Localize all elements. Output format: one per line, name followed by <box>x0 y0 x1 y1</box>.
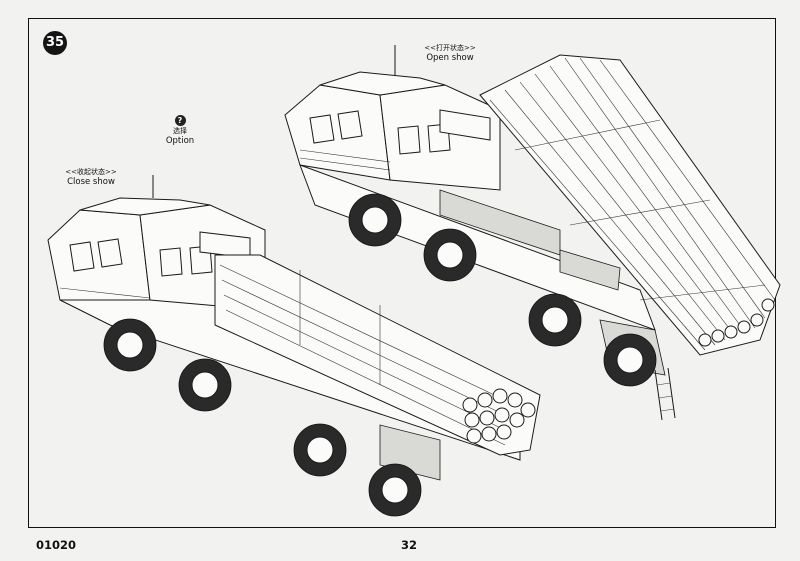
page-frame <box>28 18 776 528</box>
step-number-badge: 35 <box>43 31 67 55</box>
open-launcher-truck-drawing <box>284 45 781 421</box>
product-code: 01020 <box>36 538 77 552</box>
close-show-label-cn: <<收起状态>> <box>65 168 117 176</box>
page-number: 32 <box>401 538 418 552</box>
option-label-en: Option <box>165 136 195 146</box>
option-label-cn: 选择 <box>173 127 187 135</box>
close-launcher-truck-drawing <box>47 175 541 517</box>
question-icon: ? <box>174 115 186 126</box>
option-label: ? 选择 Option <box>160 108 200 147</box>
close-show-label: <<收起状态>> Close show <box>56 168 126 188</box>
close-show-label-en: Close show <box>67 177 115 187</box>
open-show-label-cn: <<打开状态>> <box>424 44 476 52</box>
open-show-label: <<打开状态>> Open show <box>415 44 485 64</box>
open-show-label-en: Open show <box>426 53 474 63</box>
